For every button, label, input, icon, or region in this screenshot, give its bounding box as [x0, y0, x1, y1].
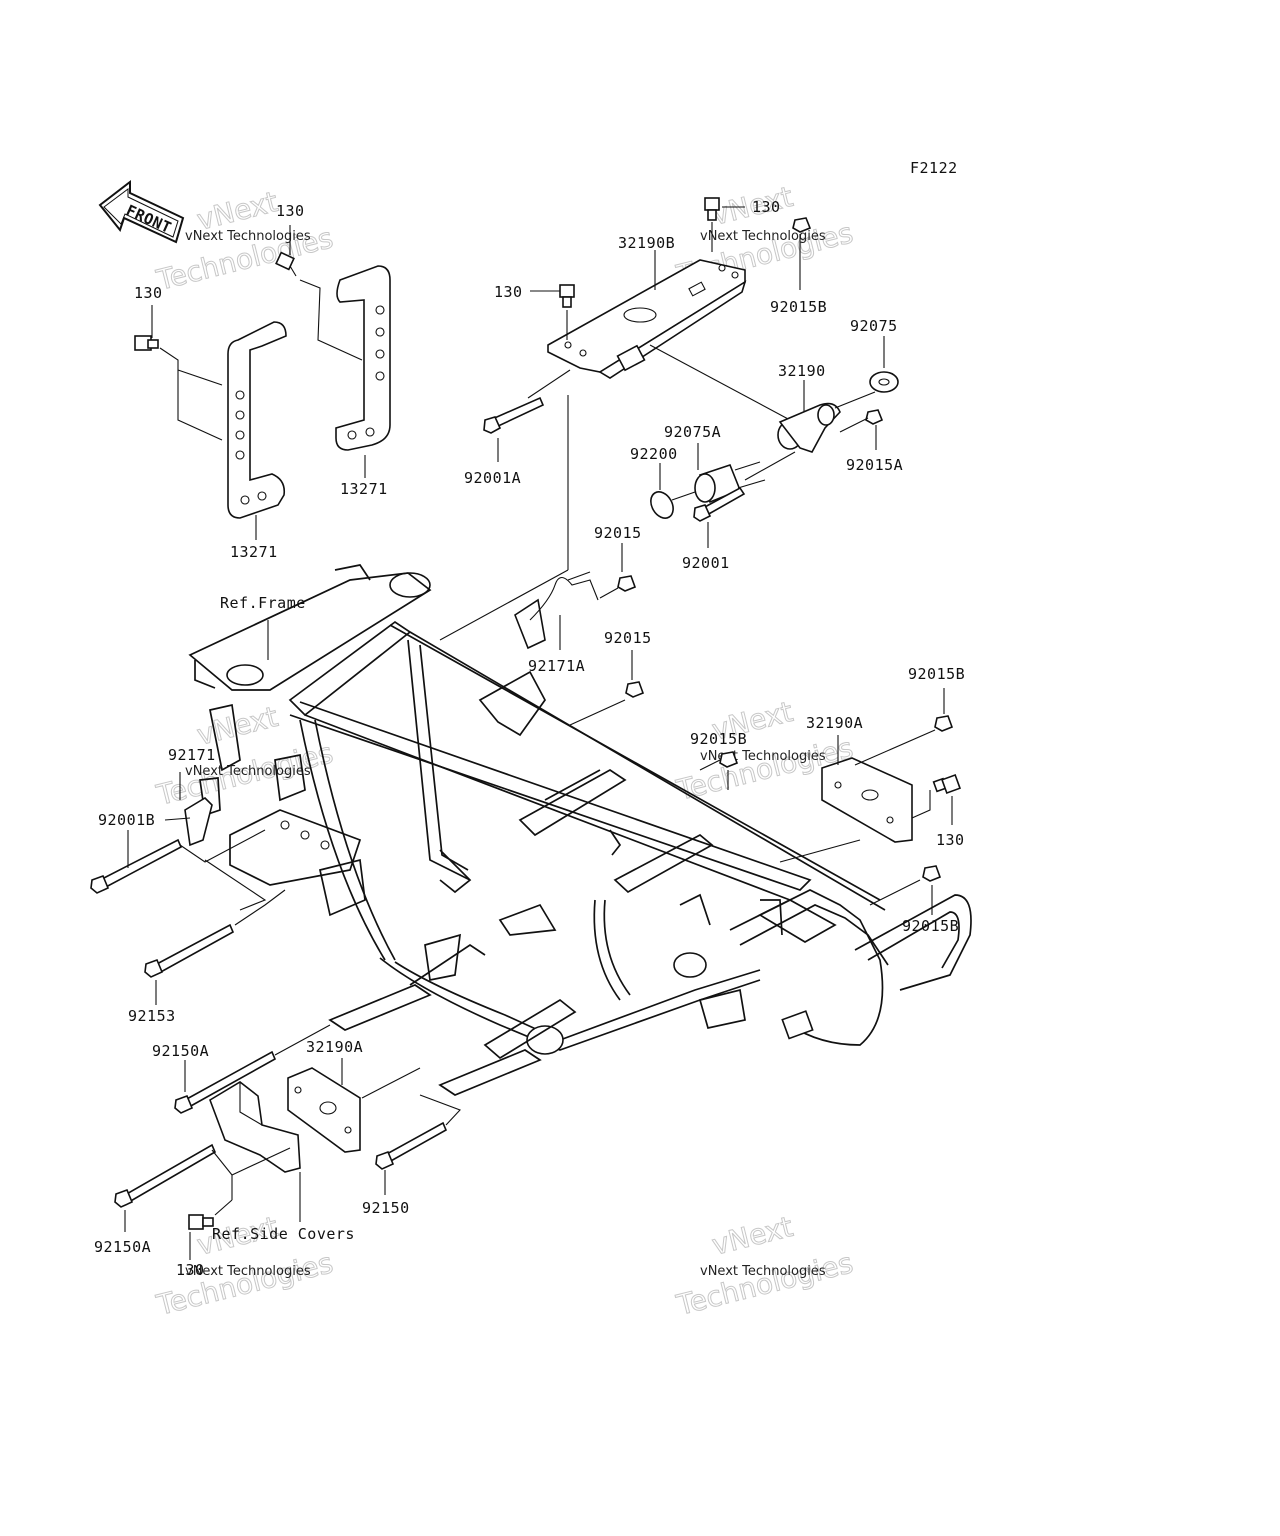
bracket-side-cover	[209, 1081, 301, 1173]
bolt-92001	[693, 486, 746, 522]
ref-frame: Ref.Frame	[220, 594, 306, 612]
label-92075: 92075	[850, 317, 898, 335]
label-92015-a: 92015	[594, 524, 642, 542]
washer-92200	[650, 491, 674, 519]
rubber-92075	[869, 371, 899, 393]
label-92001B: 92001B	[98, 811, 155, 829]
label-32190A-right: 32190A	[806, 714, 863, 732]
nut-92015-a	[617, 575, 637, 592]
label-130-mid: 130	[494, 283, 523, 301]
svg-text:vNext Technologies: vNext Technologies	[185, 764, 311, 779]
label-92015-b: 92015	[604, 629, 652, 647]
label-92001A: 92001A	[464, 469, 521, 487]
label-32190: 32190	[778, 362, 826, 380]
label-130-right: 130	[936, 831, 965, 849]
bolt-92150A-top	[174, 1050, 277, 1114]
label-92075A: 92075A	[664, 423, 721, 441]
label-92015A: 92015A	[846, 456, 903, 474]
nut-92015-b	[625, 681, 645, 698]
svg-text:vNext: vNext	[709, 1210, 796, 1262]
label-92015B-mid: 92015B	[690, 730, 747, 748]
label-92153: 92153	[128, 1007, 176, 1025]
label-92171: 92171	[168, 746, 216, 764]
label-92150A-top: 92150A	[152, 1042, 209, 1060]
bracket-32190A-low	[287, 1067, 361, 1153]
nut-92015B-low	[922, 865, 942, 882]
clip-92171A	[514, 571, 599, 650]
bolt-130-right	[932, 774, 961, 794]
svg-text:vNext Technologies: vNext Technologies	[700, 1264, 826, 1279]
bracket-13271-rear	[335, 265, 391, 451]
front-arrow-icon: FRONT	[98, 179, 185, 244]
label-13271-b: 13271	[230, 543, 278, 561]
label-92015B-right: 92015B	[908, 665, 965, 683]
labels: 130 130 13271 13271 130 32190B 130 92015…	[94, 198, 965, 1279]
bracket-13271-front	[227, 321, 287, 519]
svg-text:vNext Technologies: vNext Technologies	[185, 229, 311, 244]
bolt-130-left	[134, 335, 159, 351]
label-92001: 92001	[682, 554, 730, 572]
bolt-92001A	[483, 396, 545, 462]
ref-side-covers: Ref.Side Covers	[212, 1225, 355, 1243]
mount-32190	[777, 402, 841, 453]
svg-text:vNext Technologies: vNext Technologies	[185, 1264, 311, 1279]
label-13271-a: 13271	[340, 480, 388, 498]
label-92171A: 92171A	[528, 657, 585, 675]
label-92015B-low: 92015B	[902, 917, 959, 935]
main-frame	[188, 564, 972, 1096]
bolt-130-topleft	[275, 251, 297, 277]
bracket-32190B	[547, 259, 747, 379]
label-130-left: 130	[134, 284, 163, 302]
svg-text:Technologies: Technologies	[153, 1246, 336, 1322]
label-130-topleft: 130	[276, 202, 305, 220]
bolt-92150	[375, 1121, 448, 1170]
label-130-top: 130	[752, 198, 781, 216]
nut-92015B-right	[934, 715, 954, 732]
bolt-130-top	[704, 197, 720, 221]
nut-92015B-top	[792, 217, 812, 233]
bolt-92150A-bottom	[114, 1143, 217, 1208]
label-32190B: 32190B	[618, 234, 675, 252]
bolt-130-mid	[559, 284, 575, 308]
svg-text:vNext Technologies: vNext Technologies	[700, 749, 826, 764]
bolt-92153	[144, 923, 235, 978]
bracket-32190A-right	[821, 757, 913, 843]
label-92015B-top: 92015B	[770, 298, 827, 316]
bracket-92171	[164, 796, 213, 847]
figure-code: F2122	[910, 159, 958, 177]
label-92150A-bottom: 92150A	[94, 1238, 151, 1256]
label-92200: 92200	[630, 445, 678, 463]
svg-text:Technologies: Technologies	[673, 1246, 856, 1322]
bolt-130-bottom	[188, 1214, 214, 1230]
nut-92015B-mid	[719, 751, 739, 768]
svg-text:vNext Technologies: vNext Technologies	[700, 229, 826, 244]
label-130-bottom: 130	[176, 1261, 205, 1279]
label-32190A-low: 32190A	[306, 1038, 363, 1056]
nut-92015A	[865, 409, 884, 425]
bolt-92001B	[90, 838, 183, 894]
label-92150: 92150	[362, 1199, 410, 1217]
